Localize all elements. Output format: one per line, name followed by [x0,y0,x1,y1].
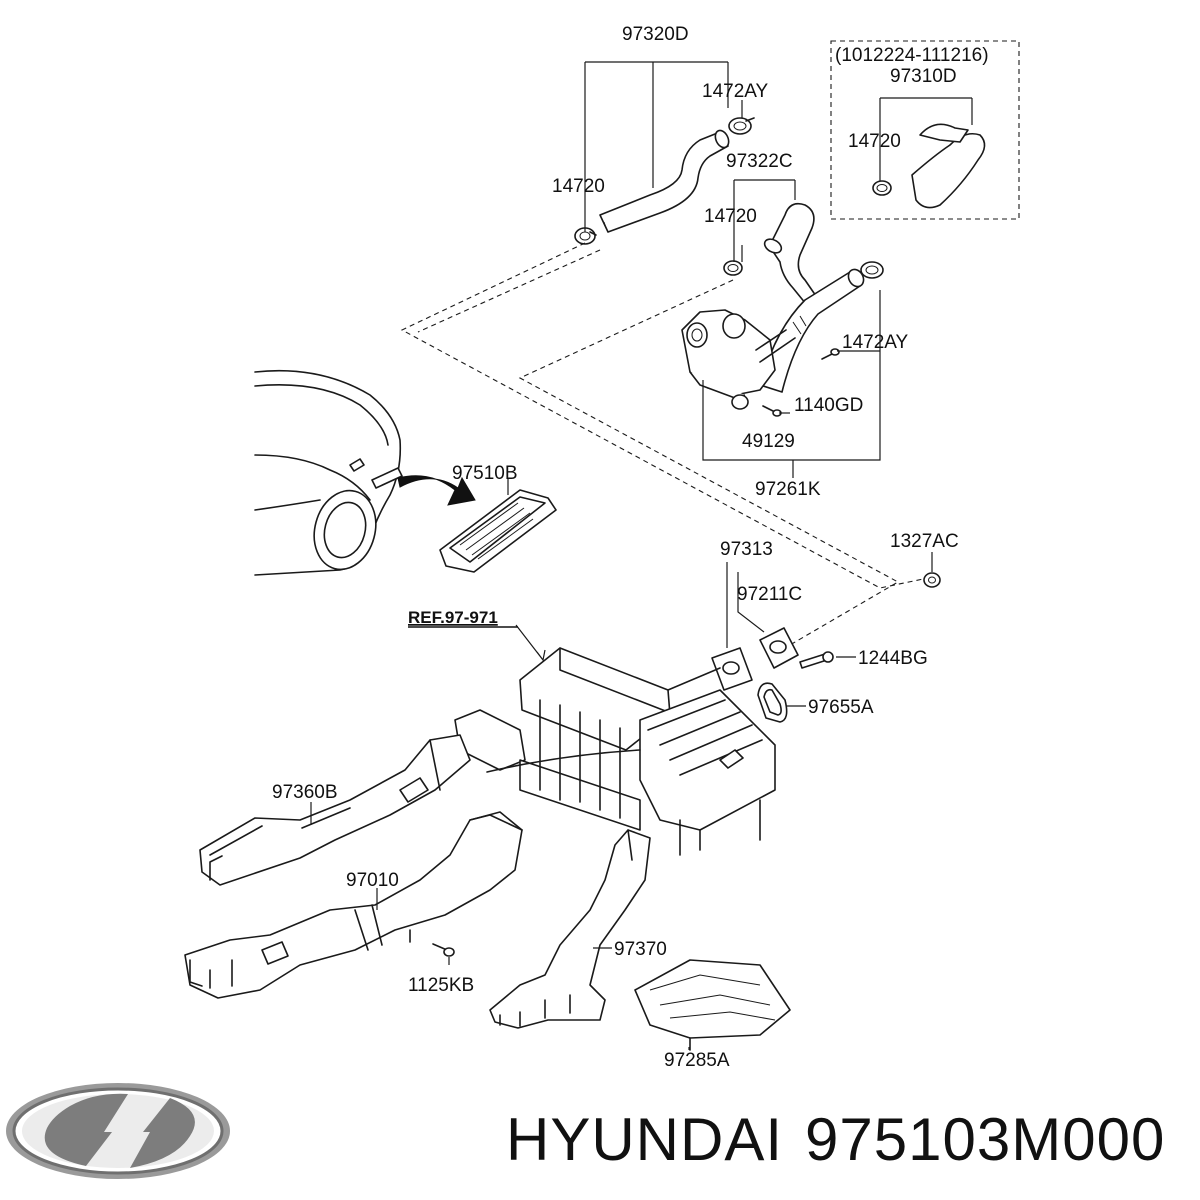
label-97261K: 97261K [755,479,821,500]
hyundai-logo [6,1083,230,1179]
label-49129: 49129 [742,431,795,452]
screw-1125KB [432,943,455,965]
gasket-97313 [711,562,753,691]
label-97320D: 97320D [622,24,689,45]
label-1125KB: 1125KB [408,975,474,996]
label-97510B: 97510B [452,463,518,484]
nut-1327AC [923,552,941,588]
label-97655A: 97655A [808,697,874,718]
duct-97360B [199,734,471,886]
hose-97261K [759,268,865,393]
duct-97010 [184,811,523,999]
hose-97320D [599,129,730,233]
leaders-bottom [310,802,690,1050]
ref-arrow [515,624,546,662]
inset-box [830,40,1020,220]
vent-97510B [439,478,557,573]
duct-97370 [489,829,651,1029]
label-97285A: 97285A [664,1050,730,1071]
hvac-unit [454,647,776,856]
car-rear [254,369,403,576]
label-1140GD: 1140GD [794,395,863,416]
label-97310D: 97310D [890,66,957,87]
label-97322C: 97322C [726,151,793,172]
cover-97285A [634,959,791,1051]
hose-97322C [763,202,817,305]
label-inset-range: (1012224-111216) [835,45,989,66]
label-1244BG: 1244BG [858,648,928,669]
label-14720-a: 14720 [552,176,605,197]
screw-49129 [762,405,782,417]
label-1472AY-top: 1472AY [702,81,769,102]
label-14720-inset: 14720 [848,131,901,152]
label-97211C: 97211C [737,584,802,605]
label-97313: 97313 [720,539,773,560]
label-14720-b: 14720 [704,206,757,227]
leaders-top [584,61,881,478]
caption-part-number: 975103M000 [805,1106,1166,1173]
clamp-14720-b [723,260,743,276]
label-97370: 97370 [614,939,667,960]
dashed-routing [400,242,929,646]
label-97360B: 97360B [272,782,338,803]
label-1472AY-mid: 1472AY [842,332,909,353]
label-97010: 97010 [346,870,399,891]
label-ref: REF.97-971 [408,608,498,627]
clamp-1472AY-mid [860,261,884,279]
label-1327AC: 1327AC [890,531,959,552]
seal-97655A [757,682,806,723]
bolt-1244BG [799,651,856,669]
gasket-97211C [737,572,799,669]
arrow-to-vent [397,475,476,506]
clamp-1472AY-top [728,117,755,135]
caption-brand: HYUNDAI [506,1106,784,1173]
screw-1140GD [821,348,840,360]
pump-assembly [681,309,796,410]
